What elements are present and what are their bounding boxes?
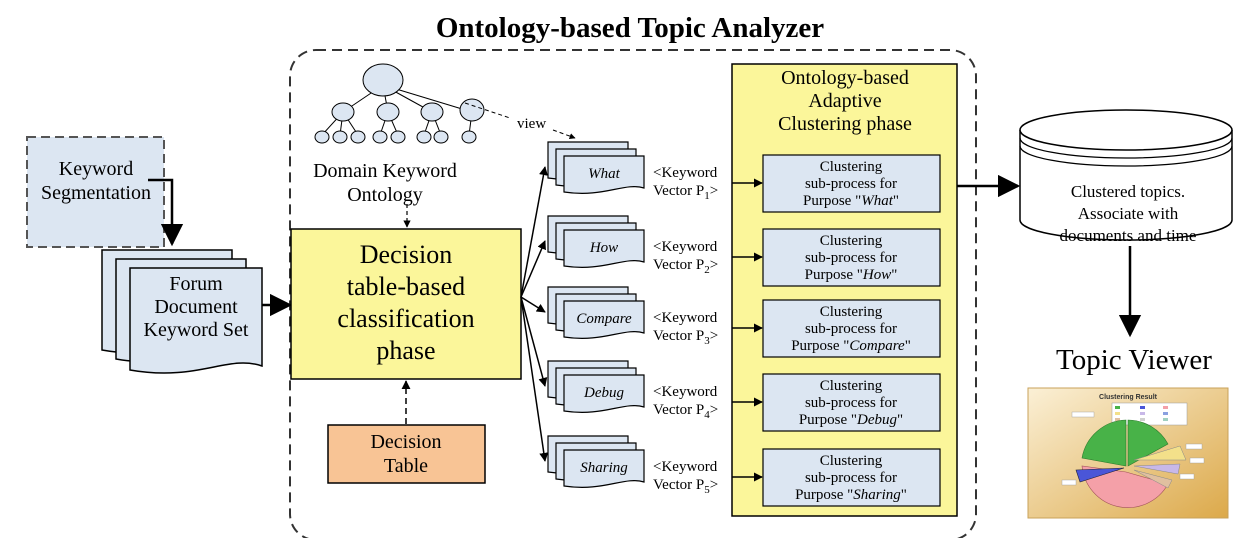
subprocess-box-compare xyxy=(762,299,941,358)
subprocess-line2-what: sub-process for xyxy=(805,176,897,192)
view-line-a xyxy=(464,102,511,119)
clustering-phase-line2: Adaptive xyxy=(808,90,881,112)
pie-slice-green xyxy=(1127,419,1169,467)
forum-doc-line2: Document xyxy=(154,296,238,318)
vector-keyword-compare: <Keyword xyxy=(653,310,718,326)
pie-slice-blue xyxy=(1075,467,1125,483)
thumb-legend xyxy=(1111,402,1188,426)
clustered-line3: documents and time xyxy=(1060,226,1197,245)
decision-phase-line4: phase xyxy=(376,336,435,365)
ontology-label-line1: Domain Keyword xyxy=(313,160,457,182)
subprocess-line1-compare: Clustering xyxy=(820,304,883,320)
keyword-segmentation-box: Keyword Segmentation xyxy=(26,136,165,248)
thumb-label-5 xyxy=(1061,479,1077,486)
purpose-label-sharing: Sharing xyxy=(580,460,628,476)
decision-table-line1: Decision xyxy=(370,431,441,453)
clustering-result-title: Clustering Result xyxy=(1099,394,1158,401)
pie-slice-yellow xyxy=(1133,445,1187,461)
vector-label-compare: Vector P3> xyxy=(653,328,718,347)
topic-viewer-thumbnail: Clustering Result xyxy=(1027,387,1229,519)
subprocess-line1-sharing: Clustering xyxy=(820,453,883,469)
purpose-doc-debug-2 xyxy=(563,374,645,413)
diagram-title: Ontology-based Topic Analyzer xyxy=(436,12,824,44)
subprocess-line2-how: sub-process for xyxy=(805,250,897,266)
forum-doc-line1: Forum xyxy=(169,273,223,295)
clustering-phase-line3: Clustering phase xyxy=(778,113,912,135)
purpose-label-debug: Debug xyxy=(583,385,624,401)
vector-keyword-how: <Keyword xyxy=(653,239,718,255)
keyword-segmentation-line1: Keyword xyxy=(59,158,133,180)
clustered-topics-db: Clustered topics. Associate with documen… xyxy=(1019,109,1233,245)
forum-document-stack: Forum Document Keyword Set xyxy=(101,249,263,374)
forum-doc-line3: Keyword Set xyxy=(144,319,249,341)
thumb-label-4 xyxy=(1179,473,1195,480)
vector-label-how: Vector P2> xyxy=(653,257,718,276)
purpose-doc-sharing-2 xyxy=(563,449,645,488)
vector-label-sharing: Vector P5> xyxy=(653,477,718,496)
subprocess-line2-compare: sub-process for xyxy=(805,321,897,337)
subprocess-line2-debug: sub-process for xyxy=(805,395,897,411)
subprocess-box-debug xyxy=(762,373,941,432)
vector-keyword-what: <Keyword xyxy=(653,165,718,181)
subprocess-box-sharing xyxy=(762,448,941,507)
pie-slice-green-2 xyxy=(1081,419,1127,467)
pie-slice-lavender xyxy=(1133,463,1181,475)
purpose-label-how: How xyxy=(589,240,618,256)
decision-table-line2: Table xyxy=(384,455,428,477)
purpose-doc-compare-2 xyxy=(563,300,645,339)
clustered-line1: Clustered topics. xyxy=(1071,182,1185,201)
arrow-decision-to-debug xyxy=(520,296,548,387)
purpose-doc-what-2 xyxy=(563,155,645,194)
thumb-label-3 xyxy=(1189,457,1205,464)
decision-table-box: Decision Table xyxy=(327,424,486,484)
purpose-label-what: What xyxy=(588,166,620,182)
decision-phase-line2: table-based xyxy=(347,272,465,301)
purpose-doc-how-2 xyxy=(563,229,645,268)
subprocess-line3-sharing: Purpose "Sharing" xyxy=(795,487,907,503)
subprocess-line3-what: Purpose "What" xyxy=(803,193,899,209)
subprocess-line1-what: Clustering xyxy=(820,159,883,175)
subprocess-line3-debug: Purpose "Debug" xyxy=(799,412,903,428)
clustered-line2: Associate with xyxy=(1078,204,1179,223)
subprocess-box-how xyxy=(762,228,941,287)
clustering-phase-line1: Ontology-based xyxy=(781,67,909,89)
keyword-segmentation-line2: Segmentation xyxy=(41,182,151,204)
ontology-tree xyxy=(314,63,485,144)
purpose-label-compare: Compare xyxy=(576,311,632,327)
arrow-decision-to-what xyxy=(520,166,548,298)
arrow-decision-to-how xyxy=(520,240,546,298)
subprocess-line1-debug: Clustering xyxy=(820,378,883,394)
vector-keyword-sharing: <Keyword xyxy=(653,459,718,475)
vector-label-debug: Vector P4> xyxy=(653,402,718,421)
subprocess-box-what xyxy=(762,154,941,213)
decision-phase-line1: Decision xyxy=(360,240,452,269)
clustering-phase-box: Ontology-based Adaptive Clustering phase xyxy=(731,63,958,517)
arrow-seg-to-forum xyxy=(148,178,184,247)
view-arrow xyxy=(552,129,576,139)
view-label: view xyxy=(517,116,546,132)
subprocess-line3-compare: Purpose "Compare" xyxy=(791,338,911,354)
topic-viewer-label: Topic Viewer xyxy=(1056,344,1212,376)
thumb-legend-swatches xyxy=(1115,406,1168,421)
decision-phase-box: Decision table-based classification phas… xyxy=(290,228,522,380)
subprocess-line1-how: Clustering xyxy=(820,233,883,249)
vector-keyword-debug: <Keyword xyxy=(653,384,718,400)
arrow-decision-to-sharing xyxy=(520,296,549,462)
thumb-label-1 xyxy=(1071,411,1095,418)
pie-slice-tan xyxy=(1133,469,1173,489)
subprocess-line2-sharing: sub-process for xyxy=(805,470,897,486)
vector-label-what: Vector P1> xyxy=(653,183,718,202)
decision-phase-line3: classification xyxy=(337,304,474,333)
subprocess-line3-how: Purpose "How" xyxy=(805,267,898,283)
ontology-label-line2: Ontology xyxy=(347,184,423,206)
thumb-label-2 xyxy=(1185,443,1203,450)
arrow-decision-to-compare xyxy=(520,296,546,313)
